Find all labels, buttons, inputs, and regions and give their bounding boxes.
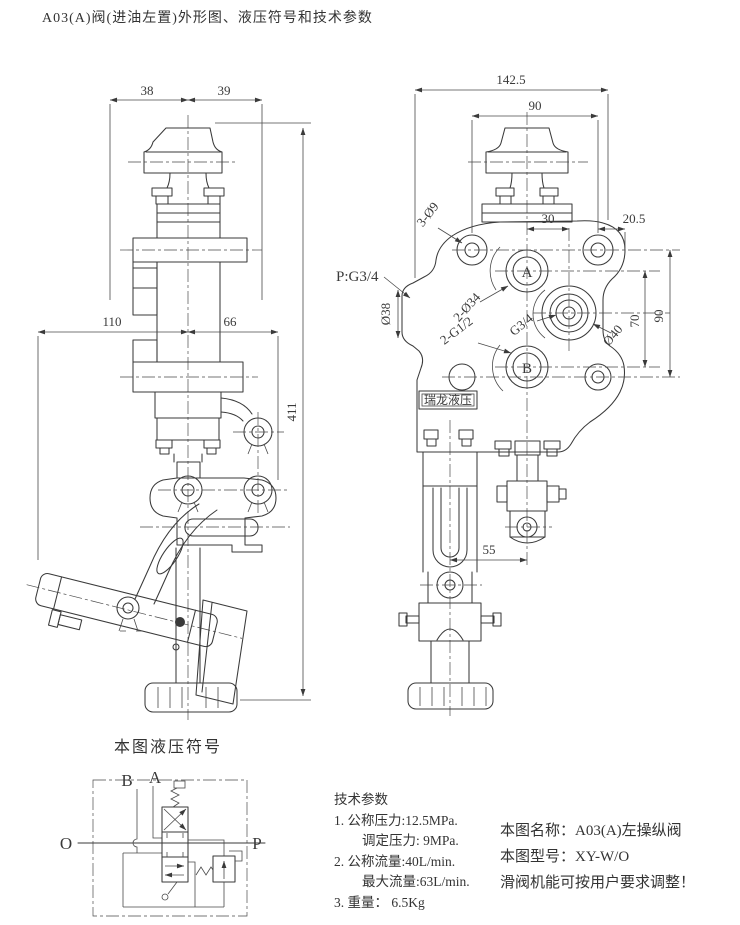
tech-line-weight: 3. 重量： 6.5Kg	[334, 894, 425, 910]
cap-bolts-left	[151, 187, 225, 205]
lower-assembly-front	[398, 429, 502, 710]
info-note: 滑阀机能可按用户要求调整！	[500, 875, 696, 891]
front-view-dimensions: 142.5 90 30 20.5 70 90 55	[414, 72, 673, 563]
dim-90-top: 90	[529, 98, 542, 113]
valve-cap-front	[468, 127, 588, 223]
dim-39: 39	[218, 83, 231, 98]
tech-line-set-pressure: 调定压力: 9MPa.	[362, 833, 459, 848]
dim-411: 411	[284, 402, 299, 421]
info-name: 本图名称：A03(A)左操纵阀	[500, 823, 682, 839]
label-dia-38: Ø38	[378, 303, 393, 325]
label-thread-g34: G3/4	[506, 310, 536, 339]
dim-110: 110	[102, 314, 121, 329]
lower-bracket-plate	[172, 599, 248, 705]
tech-line-max-flow: 最大流量:63L/min.	[362, 874, 470, 889]
foot-knob-left	[144, 547, 238, 713]
left-view-dimensions: 38 39 411 110 66	[37, 83, 311, 701]
port-a-label: A	[522, 265, 533, 281]
dim-70: 70	[627, 315, 642, 328]
brand-badge: 瑞龙液压	[418, 390, 478, 410]
tech-line-nominal-flow: 2. 公称流量:40L/min.	[334, 853, 456, 869]
symbol-port-p: P	[252, 834, 261, 853]
front-view-labels: 3-Ø9 P:G3/4 Ø38 2-Ø34 2-G1/2 G3/4 Ø40	[336, 199, 625, 354]
left-side-view: 38 39 411 110 66	[26, 83, 311, 720]
valve-body-left	[120, 203, 262, 479]
handle-grip	[26, 573, 243, 648]
valve-body-front: A B 瑞龙液压	[401, 220, 680, 453]
page-title: A03(A)阀(进油左置)外形图、液压符号和技术参数	[42, 11, 373, 26]
spool-return-stack	[494, 440, 567, 544]
directional-valve-symbol	[161, 780, 189, 901]
front-view: A B 瑞龙液压	[336, 72, 680, 716]
tech-line-nominal-pressure: 1. 公称压力:12.5MPa.	[334, 812, 458, 828]
dim-142-5: 142.5	[496, 72, 525, 87]
dim-30: 30	[542, 211, 555, 226]
dim-38: 38	[141, 83, 154, 98]
tech-heading: 技术参数	[334, 792, 388, 807]
dim-66: 66	[224, 314, 238, 329]
symbol-heading: 本图液压符号	[114, 739, 223, 756]
hydraulic-symbol: O P B A	[60, 768, 266, 917]
drawing-info: 本图名称：A03(A)左操纵阀 本图型号：XY-W/O 滑阀机能可按用户要求调整…	[500, 818, 695, 896]
valve-cap-left	[128, 127, 238, 189]
port-b-label: B	[522, 361, 532, 377]
symbol-port-a: A	[149, 768, 162, 787]
dim-90-right: 90	[651, 310, 666, 323]
label-mount-holes: 3-Ø9	[413, 199, 441, 229]
pivot-pin	[116, 596, 142, 632]
label-port-p: P:G3/4	[336, 269, 379, 285]
dim-55: 55	[483, 542, 496, 557]
brand-badge-text: 瑞龙液压	[424, 392, 472, 407]
dim-20-5: 20.5	[623, 211, 646, 226]
symbol-port-b: B	[121, 771, 132, 790]
relief-valve-symbol	[122, 839, 243, 908]
technical-parameters: 技术参数 1. 公称压力:12.5MPa. 调定压力: 9MPa. 2. 公称流…	[334, 790, 470, 913]
symbol-port-o: O	[60, 834, 72, 853]
pivot-bracket-left	[140, 397, 290, 553]
info-model: 本图型号：XY-W/O	[500, 849, 630, 865]
